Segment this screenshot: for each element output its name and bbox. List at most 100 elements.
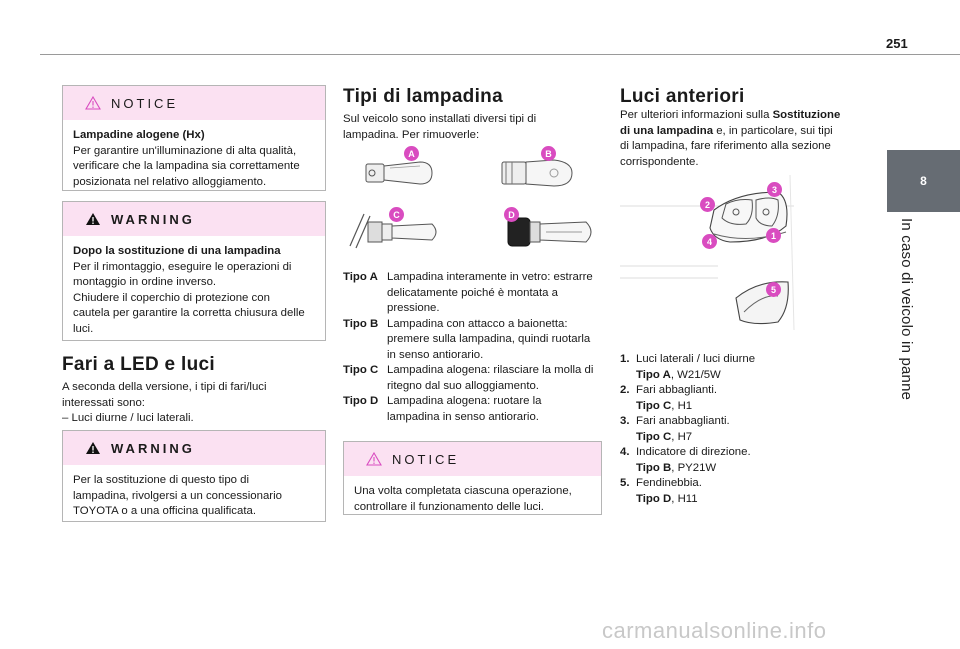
bulb-type-desc: Lampadina interamente in vetro: estrarre bbox=[387, 271, 593, 283]
bulbs-line: lampadina. Per rimuoverle: bbox=[343, 128, 480, 141]
bulb-type-desc: Lampadina alogena: ruotare la bbox=[387, 395, 542, 407]
item-number: 2. bbox=[620, 384, 630, 396]
item-number: 4. bbox=[620, 446, 630, 458]
bulb-type-term: Tipo D bbox=[343, 395, 379, 407]
badge-2: 2 bbox=[700, 197, 715, 212]
front-text-bold: Sostituzione bbox=[772, 109, 841, 121]
badge-4: 4 bbox=[702, 234, 717, 249]
front-text: e, in particolare, sui tipi bbox=[713, 124, 833, 137]
notice-title: NOTICE bbox=[392, 451, 460, 467]
badge-a: A bbox=[404, 146, 419, 161]
item-text: Fendinebbia. bbox=[636, 477, 702, 489]
bulbs-line: Sul veicolo sono installati diversi tipi… bbox=[343, 113, 537, 125]
item-spec: , PY21W bbox=[671, 461, 717, 474]
item-type: Tipo C bbox=[636, 430, 672, 443]
bulb-type-desc: premere sulla lampadina, quindi ruotarla bbox=[387, 333, 591, 345]
warning-line: Per il rimontaggio, eseguire le operazio… bbox=[73, 260, 292, 273]
chapter-tab: 8 bbox=[887, 150, 960, 212]
warning-filled-icon bbox=[86, 213, 100, 225]
warning-line: luci. bbox=[73, 322, 94, 335]
bulb-type-row: Tipo A Lampadina interamente in vetro: e… bbox=[343, 270, 599, 317]
bulb-type-desc: lampadina in senso antiorario. bbox=[387, 410, 539, 423]
warning-header: WARNING bbox=[63, 431, 325, 465]
watermark: carmanualsonline.info bbox=[602, 618, 827, 643]
bulb-type-list: Tipo A Lampadina interamente in vetro: e… bbox=[343, 270, 599, 425]
list-item: 4. Indicatore di direzione. Tipo B, PY21… bbox=[620, 445, 755, 476]
notice-line: posizionata nel relativo alloggiamento. bbox=[73, 175, 267, 188]
notice-line: verificare che la lampadina sia corretta… bbox=[73, 160, 300, 172]
front-text: corrispondente. bbox=[620, 155, 699, 168]
front-lights-list: 1. Luci laterali / luci diurne Tipo A, W… bbox=[620, 352, 755, 507]
section-title-led: Fari a LED e luci bbox=[62, 354, 215, 375]
badge-c: C bbox=[389, 207, 404, 222]
notice-header: NOTICE bbox=[344, 442, 601, 476]
bulb-type-desc: pressione. bbox=[387, 302, 440, 314]
notice-box-check: NOTICE Una volta completata ciascuna ope… bbox=[343, 441, 602, 515]
notice-heading: Lampadine alogene (Hx) bbox=[73, 129, 205, 141]
bulbs-paragraph: Sul veicolo sono installati diversi tipi… bbox=[343, 112, 603, 143]
item-type: Tipo C bbox=[636, 399, 672, 412]
warning-box-dealer: WARNING Per la sostituzione di questo ti… bbox=[62, 430, 326, 522]
warning-outline-icon bbox=[366, 452, 382, 466]
led-line: – Luci diurne / luci laterali. bbox=[62, 412, 194, 424]
front-paragraph: Per ulteriori informazioni sulla Sostitu… bbox=[620, 108, 865, 170]
badge-1: 1 bbox=[766, 228, 781, 243]
section-title-bulbs: Tipi di lampadina bbox=[343, 86, 503, 107]
item-text: Fari abbaglianti. bbox=[636, 384, 718, 396]
led-line: A seconda della versione, i tipi di fari… bbox=[62, 381, 267, 393]
item-text: Indicatore di direzione. bbox=[636, 446, 751, 458]
item-type: Tipo B bbox=[636, 461, 672, 474]
item-number: 3. bbox=[620, 415, 630, 427]
badge-5: 5 bbox=[766, 282, 781, 297]
warning-line: montaggio in ordine inverso. bbox=[73, 276, 217, 288]
front-text: Per ulteriori informazioni sulla bbox=[620, 109, 773, 121]
bulb-type-term: Tipo A bbox=[343, 271, 378, 283]
item-spec: , H7 bbox=[671, 430, 693, 443]
bulb-type-desc: Lampadina alogena: rilasciare la molla d… bbox=[387, 364, 594, 376]
warning-line: Chiudere il coperchio di protezione con bbox=[73, 291, 270, 304]
header-rule bbox=[40, 54, 960, 55]
warning-heading: Dopo la sostituzione di una lampadina bbox=[73, 245, 281, 257]
bulb-type-a-illustration bbox=[365, 161, 433, 185]
bulb-type-desc: in senso antiorario. bbox=[387, 348, 484, 361]
warning-line: cautela per garantire la corretta chiusu… bbox=[73, 307, 305, 319]
bulb-type-term: Tipo C bbox=[343, 364, 379, 376]
led-line: interessati sono: bbox=[62, 396, 145, 409]
item-spec: , W21/5W bbox=[670, 368, 721, 381]
bulb-type-desc: delicatamente poiché è montata a bbox=[387, 286, 558, 299]
item-text: Luci laterali / luci diurne bbox=[636, 353, 756, 365]
front-text: di lampadina, fare riferimento alla sezi… bbox=[620, 140, 831, 152]
section-title-front: Luci anteriori bbox=[620, 86, 745, 107]
bulb-type-row: Tipo D Lampadina alogena: ruotare la lam… bbox=[343, 394, 599, 425]
warning-line: TOYOTA o a una officina qualificata. bbox=[73, 505, 256, 517]
notice-header: NOTICE bbox=[63, 86, 325, 120]
item-type: Tipo D bbox=[636, 492, 672, 505]
warning-box-replacement: WARNING Dopo la sostituzione di una lamp… bbox=[62, 201, 326, 341]
list-item: 1. Luci laterali / luci diurne Tipo A, W… bbox=[620, 352, 755, 383]
front-text-bold: di una lampadina bbox=[620, 124, 714, 137]
item-spec: , H11 bbox=[671, 492, 698, 505]
warning-line: lampadina, rivolgersi a un concessionari… bbox=[73, 489, 282, 502]
bulb-type-desc: ritegno dal suo alloggiamento. bbox=[387, 379, 539, 392]
chapter-label: In caso di veicolo in panne bbox=[898, 218, 915, 401]
badge-b: B bbox=[541, 146, 556, 161]
item-number: 1. bbox=[620, 353, 630, 365]
notice-box-halogen: NOTICE Lampadine alogene (Hx) Per garant… bbox=[62, 85, 326, 191]
warning-title: WARNING bbox=[111, 440, 195, 456]
list-item: 2. Fari abbaglianti. Tipo C, H1 bbox=[620, 383, 755, 414]
badge-3: 3 bbox=[767, 182, 782, 197]
item-spec: , H1 bbox=[671, 399, 693, 412]
notice-line: controllare il funzionamento delle luci. bbox=[354, 500, 544, 513]
page-number: 251 bbox=[886, 36, 908, 51]
led-paragraph: A seconda della versione, i tipi di fari… bbox=[62, 380, 324, 427]
bulb-type-row: Tipo B Lampadina con attacco a baionetta… bbox=[343, 317, 599, 364]
notice-line: Una volta completata ciascuna operazione… bbox=[354, 485, 572, 497]
bulb-type-d-illustration bbox=[507, 217, 592, 247]
warning-header: WARNING bbox=[63, 202, 325, 236]
chapter-number: 8 bbox=[920, 174, 927, 188]
bulb-type-b-illustration bbox=[501, 159, 573, 187]
badge-d: D bbox=[504, 207, 519, 222]
bulb-type-c-illustration bbox=[349, 213, 437, 249]
warning-title: WARNING bbox=[111, 211, 195, 227]
warning-line: Per la sostituzione di questo tipo di bbox=[73, 474, 250, 486]
